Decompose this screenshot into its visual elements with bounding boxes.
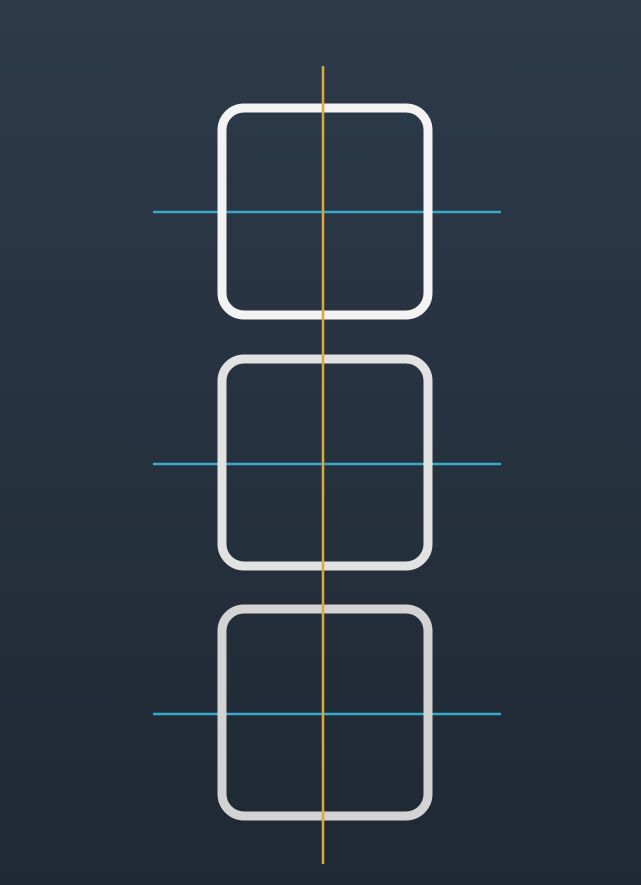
frame-bottom [217,604,433,821]
frame-top [217,103,433,320]
frame-middle [217,354,433,571]
